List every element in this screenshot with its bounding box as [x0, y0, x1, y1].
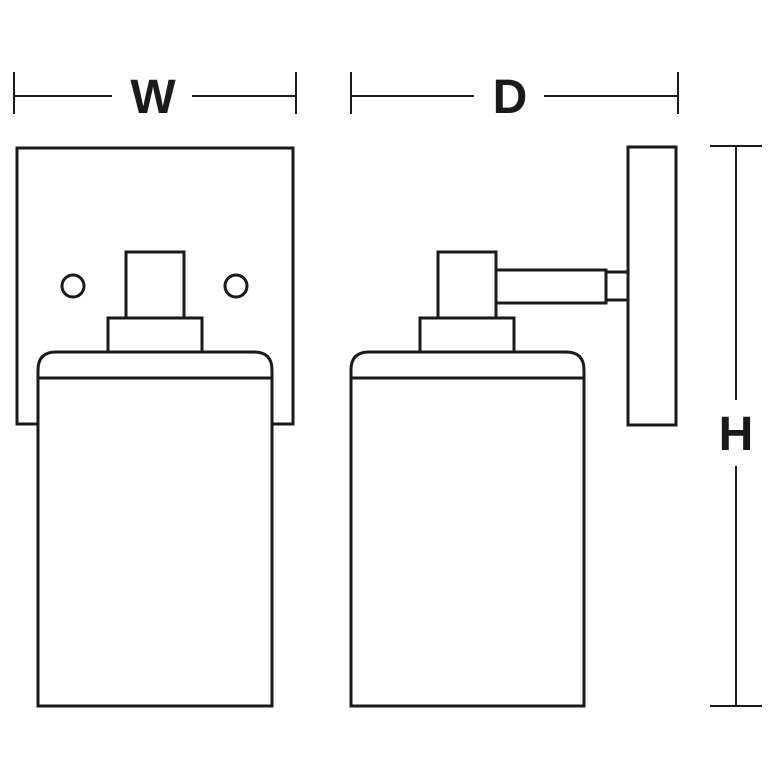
front-socket-cup — [124, 250, 186, 320]
width-label: W — [130, 71, 176, 124]
front-glass-shade — [36, 350, 274, 708]
height-label: H — [719, 408, 754, 461]
side-view — [349, 145, 678, 708]
front-screw-hole-right — [223, 273, 249, 299]
height-dimension: H — [710, 145, 762, 707]
depth-dimension: D — [350, 71, 679, 124]
depth-label: D — [493, 71, 528, 124]
side-backplate — [626, 145, 678, 427]
width-dimension: W — [13, 71, 297, 124]
side-arm — [492, 268, 608, 305]
side-glass-shade — [349, 350, 586, 708]
front-socket-band — [106, 316, 204, 356]
side-socket-cup — [436, 250, 498, 320]
side-socket-band — [418, 316, 516, 356]
side-arm-connector — [604, 270, 630, 302]
front-screw-hole-left — [60, 273, 86, 299]
front-view — [15, 146, 295, 708]
